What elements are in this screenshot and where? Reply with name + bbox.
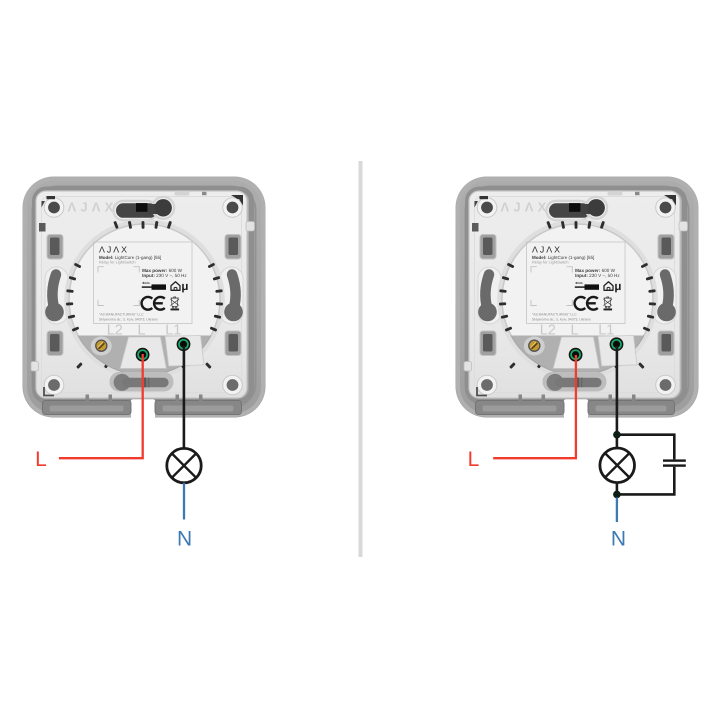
svg-text:N: N bbox=[611, 528, 626, 551]
svg-text:L: L bbox=[35, 448, 47, 471]
svg-text:N: N bbox=[177, 528, 192, 551]
svg-text:L: L bbox=[468, 448, 480, 471]
